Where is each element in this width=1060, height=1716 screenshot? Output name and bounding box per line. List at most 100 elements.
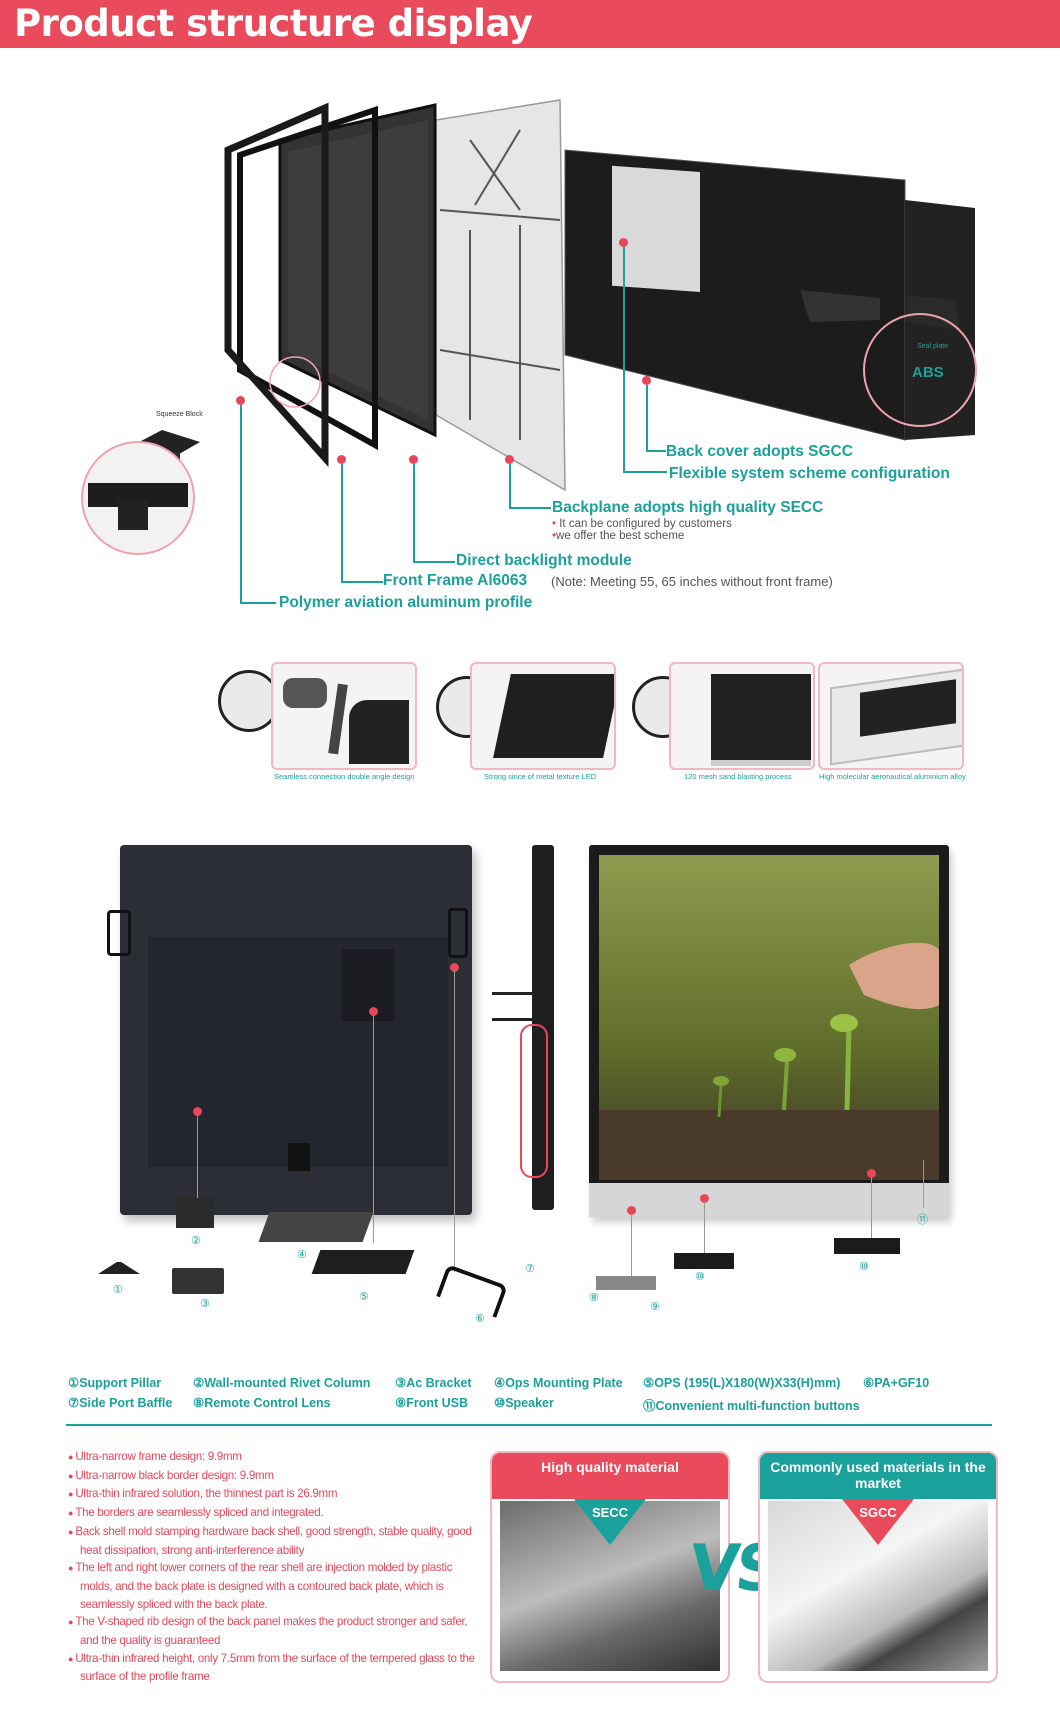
legend-item: ①Support Pillar — [68, 1376, 162, 1390]
callout-dot — [627, 1206, 636, 1215]
callout-dot — [450, 963, 459, 972]
front-frame-label: Front Frame Al6063 — [383, 572, 528, 589]
legend-item: ⑨Front USB — [395, 1396, 469, 1410]
legend-item: ⑧Remote Control Lens — [193, 1396, 331, 1410]
callout-dot — [867, 1169, 876, 1178]
secc-card-title: High quality material — [492, 1453, 728, 1499]
feature-bullet-list: Ultra-narrow frame design: 9.9mm Ultra-n… — [68, 1448, 478, 1686]
sgcc-card-title: Commonly used materials in the market — [760, 1453, 996, 1499]
side-port-highlight — [520, 1024, 548, 1178]
callout-dot — [505, 455, 514, 464]
sgcc-material-card: Commonly used materials in the market SG… — [758, 1451, 998, 1683]
secc-material-card: High quality material SECC — [490, 1451, 730, 1683]
callout-dot — [193, 1107, 202, 1116]
wall-bracket — [492, 1018, 534, 1021]
callout-number: ⑩ — [859, 1261, 869, 1273]
sgcc-tag-shape — [842, 1499, 914, 1545]
leader-line — [509, 464, 511, 508]
callout-dot — [236, 396, 245, 405]
leader-line — [646, 450, 666, 452]
seedling-photo — [599, 855, 939, 1180]
detail-caption-1: Seamless connection double angle design — [274, 772, 415, 781]
legend-item: ⑦Side Port Baffle — [68, 1396, 173, 1410]
feature-bullet: The V-shaped rib design of the back pane… — [68, 1613, 478, 1649]
callout-number: ⑥ — [475, 1313, 485, 1325]
support-pillar-part — [98, 1262, 140, 1274]
callout-dot — [700, 1194, 709, 1203]
detail-caption-3: 120 mesh sand blasting process — [684, 772, 792, 781]
remote-lens-part — [596, 1276, 656, 1290]
callout-dot — [337, 455, 346, 464]
leader-line — [704, 1202, 705, 1256]
speaker-part — [834, 1238, 900, 1254]
backplane-label: Backplane adopts high quality SECC — [552, 499, 824, 516]
feature-bullet: Ultra-narrow black border design: 9.9mm — [68, 1467, 478, 1486]
backplane-note-1: • It can be configured by customers — [552, 518, 732, 530]
legend-item: ⑤OPS (195(L)X180(W)X33(H)mm) — [643, 1376, 841, 1390]
header-banner: Product structure display — [0, 0, 1060, 48]
wall-bracket — [492, 992, 534, 995]
handle — [448, 908, 468, 958]
feature-bullet: Back shell mold stamping hardware back s… — [68, 1523, 478, 1559]
divider — [66, 1424, 992, 1426]
polymer-profile-label: Polymer aviation aluminum profile — [279, 594, 533, 611]
leader-line — [341, 464, 343, 582]
detail-image-1 — [271, 662, 417, 770]
front-view-display — [589, 845, 949, 1217]
leader-line — [373, 1015, 374, 1243]
detail-image-3 — [669, 662, 815, 770]
leader-line — [871, 1177, 872, 1241]
callout-dot — [642, 376, 651, 385]
squeeze-block-label: Squeeze Block — [156, 411, 203, 418]
seal-plate-label: Seal plate — [917, 343, 949, 350]
ac-bracket-part — [172, 1268, 224, 1294]
leader-line — [923, 1160, 924, 1208]
callout-number: ⑤ — [359, 1291, 369, 1303]
callout-number: ① — [113, 1284, 123, 1296]
abs-label: ABS — [912, 364, 944, 381]
detail-image-2 — [470, 662, 616, 770]
back-cover-label: Back cover adopts SGCC — [666, 443, 853, 460]
leader-line — [646, 385, 648, 451]
ops-part — [311, 1250, 415, 1274]
detail-caption-4: High molecular aeronautical aluminium al… — [819, 772, 966, 781]
leader-line — [509, 507, 551, 509]
callout-number: ⑧ — [589, 1292, 599, 1304]
leader-line — [413, 464, 415, 562]
bottom-bezel — [589, 1183, 949, 1217]
feature-bullet: The borders are seamlessly spliced and i… — [68, 1504, 478, 1523]
handle-part — [436, 1264, 508, 1318]
callout-dot — [619, 238, 628, 247]
feature-bullet: The left and right lower corners of the … — [68, 1559, 478, 1613]
exploded-view-illustration — [81, 99, 977, 555]
legend-item: ③Ac Bracket — [395, 1376, 472, 1390]
legend-item: ②Wall-mounted Rivet Column — [193, 1376, 371, 1390]
handle — [107, 910, 131, 956]
callout-number: ④ — [297, 1249, 307, 1261]
detail-image-4 — [818, 662, 964, 770]
backplane-note-2: •we offer the best scheme — [552, 530, 685, 542]
callout-number: ⑩ — [695, 1271, 705, 1283]
callout-number: ③ — [200, 1298, 210, 1310]
page-title: Product structure display — [14, 2, 533, 45]
leader-line — [197, 1115, 198, 1199]
feature-bullet: Ultra-thin infrared solution, the thinne… — [68, 1485, 478, 1504]
feature-bullet: Ultra-narrow frame design: 9.9mm — [68, 1448, 478, 1467]
callout-dot — [409, 455, 418, 464]
leader-line — [623, 247, 625, 472]
leader-line — [240, 405, 242, 603]
speaker-part — [674, 1253, 734, 1269]
leader-line — [623, 471, 667, 473]
legend-item: ④Ops Mounting Plate — [494, 1376, 623, 1390]
legend-item: ⑩Speaker — [494, 1396, 554, 1410]
flexible-config-label: Flexible system scheme configuration — [669, 465, 950, 482]
sgcc-tag: SGCC — [859, 1505, 897, 1520]
rear-view-display — [120, 845, 472, 1215]
leader-line — [413, 561, 455, 563]
detail-caption-2: Strong since of metal texture LED — [484, 772, 597, 781]
callout-number: ⑨ — [650, 1301, 660, 1313]
callout-dot — [369, 1007, 378, 1016]
callout-number: ② — [191, 1235, 201, 1247]
backlight-label: Direct backlight module — [456, 552, 632, 569]
callout-number: ⑪ — [917, 1214, 928, 1226]
